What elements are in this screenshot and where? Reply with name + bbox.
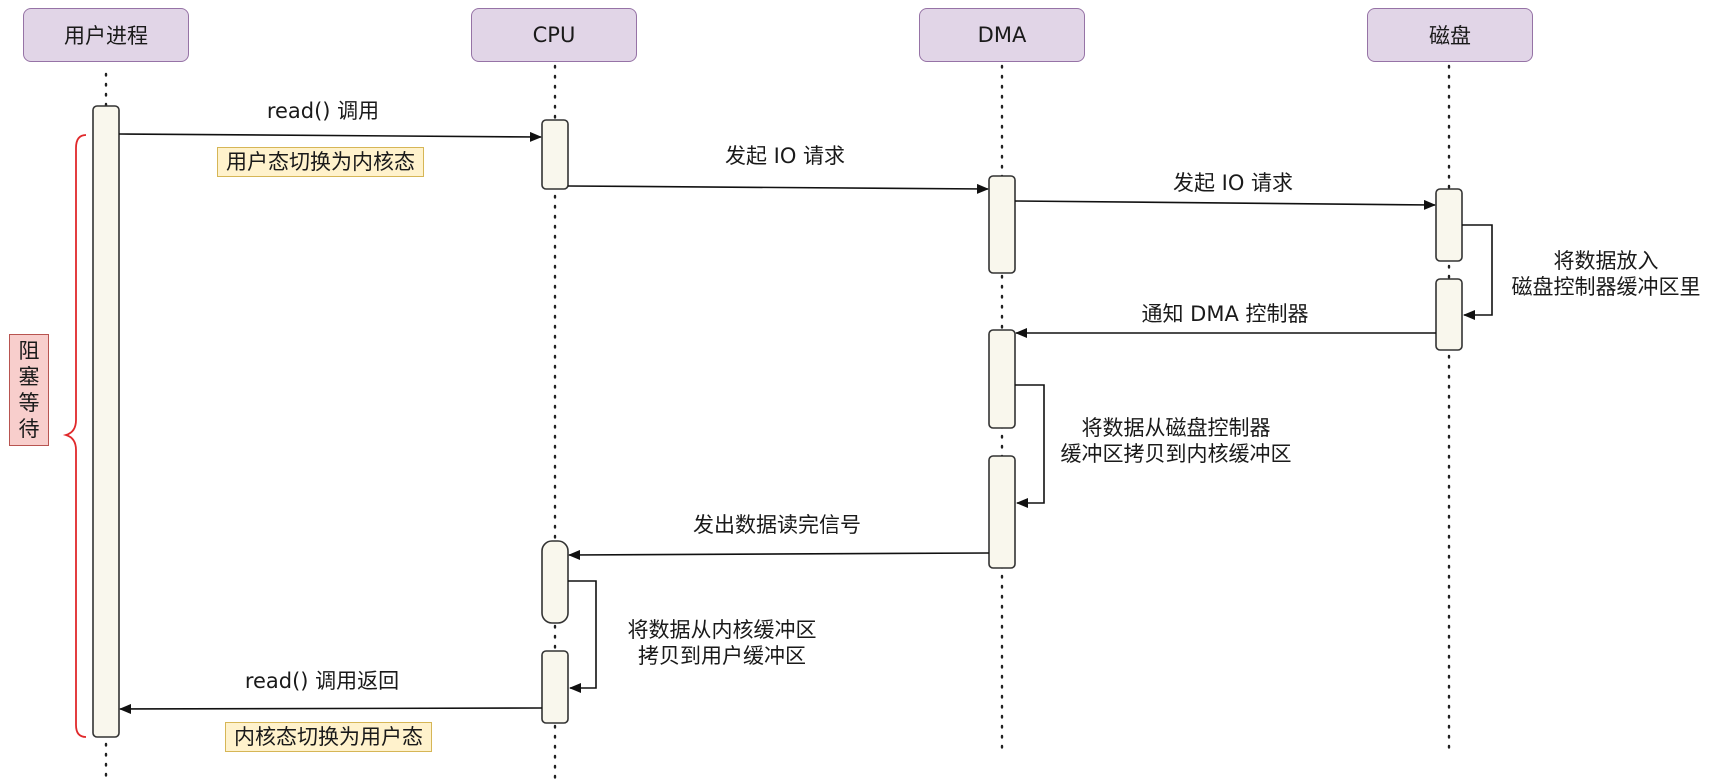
participant-dma: DMA	[919, 8, 1085, 62]
activation-disk-1	[1435, 188, 1463, 262]
blocking-brace	[62, 134, 87, 738]
label-cpu-self-line2: 拷贝到用户缓冲区	[638, 644, 806, 668]
participant-label: 用户进程	[64, 24, 148, 48]
label-cpu-self-line1: 将数据从内核缓冲区	[627, 618, 817, 642]
label-read-done-signal: 发出数据读完信号	[693, 513, 861, 537]
activation-disk-2	[1435, 278, 1463, 351]
activation-dma-1	[988, 175, 1016, 274]
participant-label: 磁盘	[1429, 24, 1471, 48]
note-user-to-kernel: 用户态切换为内核态	[217, 147, 424, 177]
arrow-cpu-to-dma	[567, 183, 989, 194]
activation-user-process	[92, 105, 120, 738]
label-notify-dma: 通知 DMA 控制器	[1141, 302, 1309, 326]
label-disk-self-line2: 磁盘控制器缓冲区里	[1511, 275, 1701, 299]
label-dma-self-line2: 缓冲区拷贝到内核缓冲区	[1060, 442, 1292, 466]
participant-label: DMA	[977, 23, 1027, 47]
label-dma-self-line1: 将数据从磁盘控制器	[1081, 416, 1271, 440]
blocking-char: 等	[18, 391, 40, 415]
arrow-read-done-signal	[568, 549, 990, 560]
participant-user-process: 用户进程	[23, 8, 189, 62]
activation-dma-2	[988, 329, 1016, 429]
arrow-read-return	[119, 703, 543, 714]
label-cpu-to-dma: 发起 IO 请求	[724, 144, 846, 168]
note-blocking-wait: 阻 塞 等 待	[9, 334, 49, 446]
arrow-dma-to-disk	[1014, 199, 1436, 210]
participant-disk: 磁盘	[1367, 8, 1533, 62]
arrow-disk-self	[1462, 224, 1493, 320]
arrow-dma-self	[1015, 384, 1045, 508]
participant-label: CPU	[532, 23, 576, 47]
label-read-return: read() 调用返回	[244, 669, 400, 693]
activation-cpu-2	[541, 540, 569, 624]
activation-cpu-3	[541, 650, 569, 724]
blocking-char: 阻	[18, 339, 40, 363]
blocking-char: 待	[18, 417, 40, 441]
blocking-char: 塞	[18, 365, 40, 389]
note-kernel-to-user: 内核态切换为用户态	[225, 722, 432, 752]
participant-cpu: CPU	[471, 8, 637, 62]
label-dma-to-disk: 发起 IO 请求	[1172, 171, 1294, 195]
label-disk-self-line1: 将数据放入	[1553, 249, 1659, 273]
arrow-cpu-self	[568, 580, 597, 693]
label-read-call: read() 调用	[266, 99, 380, 123]
activation-cpu-1	[541, 119, 569, 190]
arrow-read-call	[118, 131, 542, 142]
activation-dma-3	[988, 455, 1016, 569]
